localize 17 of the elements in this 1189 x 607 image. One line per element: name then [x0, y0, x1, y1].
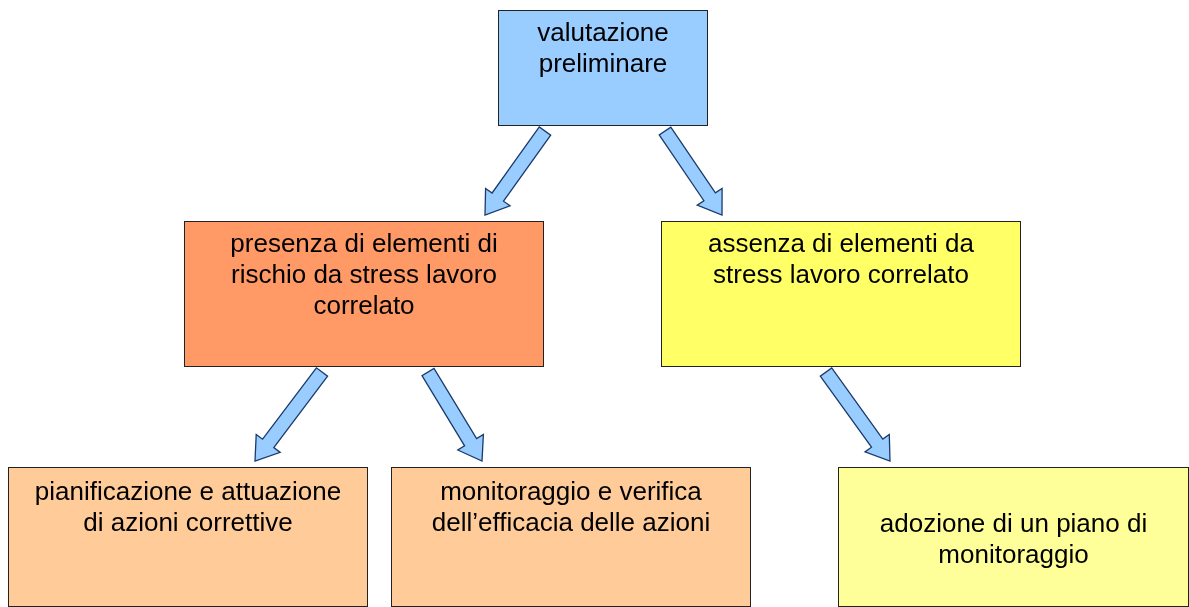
- block-arrow: [819, 367, 891, 462]
- box-label: assenza di elementi da stress lavoro correlato: [707, 228, 975, 291]
- box-label: pianificazione e attuazione di azioni correttive: [33, 476, 343, 539]
- block-arrow: [421, 367, 485, 462]
- box-label: presenza di elementi di rischio da stress lavoro correlato: [229, 228, 499, 322]
- process-box: [661, 221, 1021, 367]
- process-box: [391, 467, 751, 607]
- process-box: [8, 467, 368, 607]
- process-box: [498, 10, 708, 126]
- box-label: monitoraggio e verifica dell’efficacia delle azioni: [430, 476, 712, 539]
- block-arrow: [658, 126, 723, 216]
- box-label: adozione di un piano di monitoraggio: [878, 507, 1149, 571]
- block-arrow: [254, 366, 329, 462]
- block-arrow: [484, 126, 552, 216]
- process-box: [184, 221, 544, 367]
- process-box: [838, 467, 1189, 607]
- box-label: valutazione preliminare: [536, 17, 670, 80]
